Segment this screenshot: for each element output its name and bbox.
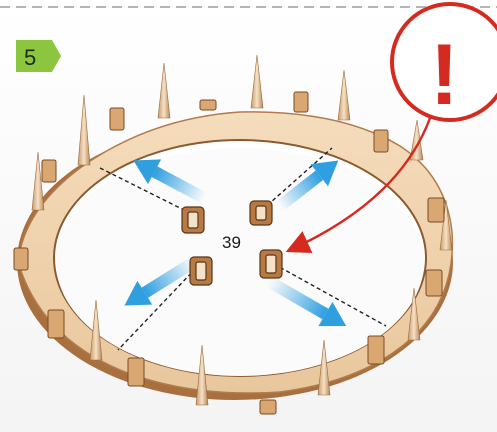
clip-part [190, 257, 212, 285]
ring-block [48, 310, 64, 338]
ring-block [200, 100, 216, 110]
exclamation-icon: ! [430, 27, 459, 123]
step-number: 5 [24, 45, 36, 70]
step-badge-shape [16, 40, 61, 72]
clip-part [250, 201, 272, 225]
ring-block [42, 160, 56, 182]
ring-block [294, 92, 308, 112]
clip-part [182, 207, 204, 233]
part-number-label: 39 [222, 233, 241, 252]
ring-block [14, 248, 28, 270]
ring-block [260, 400, 276, 414]
clip-part [260, 250, 282, 278]
ring-block [128, 358, 144, 386]
step-badge: 5 [16, 40, 61, 72]
ring-block [110, 108, 124, 130]
ring-block [426, 270, 442, 296]
ring-block [428, 198, 444, 222]
ring-block [374, 130, 388, 152]
ring-block [368, 336, 384, 364]
